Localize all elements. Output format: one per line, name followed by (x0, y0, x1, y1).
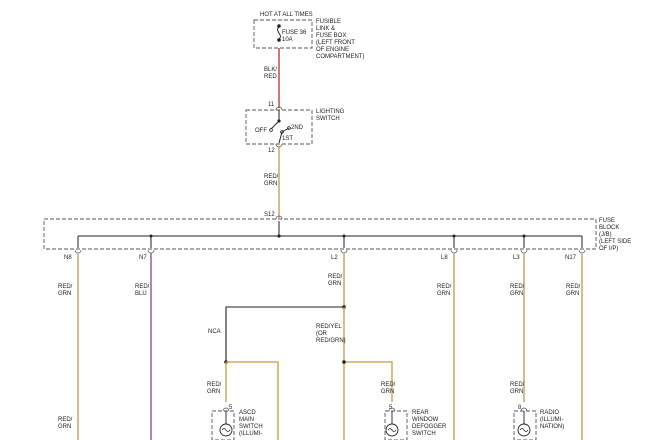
lighting-switch-pos-off: OFF (255, 128, 267, 134)
wire-n17-label-2: GRN (566, 291, 579, 297)
fuse-block-name-1: FUSE (599, 218, 615, 224)
fuse-box-note-6: COMPARTMENT) (316, 54, 364, 60)
fuse-box-note-2: LINK & (316, 26, 335, 32)
wire-l8-label-1: RED/ (437, 284, 452, 290)
ascd-lamp-icon (219, 411, 233, 437)
alt-wire-label-2: (OR (316, 331, 328, 337)
fuse-box-note-4: (LEFT FRONT (316, 40, 355, 46)
terminal-l2-connector (340, 249, 348, 254)
terminal-l3-label: L3 (513, 255, 520, 261)
wire-n8-label-1: RED/ (58, 284, 73, 290)
ascd-name-3: SWITCH (239, 424, 263, 430)
fuse-block-name-4: (LEFT SIDE (599, 239, 631, 245)
junction-defog (342, 360, 346, 364)
bus-node-n7 (149, 234, 153, 238)
ascd-name-4: (ILLUMI- (239, 431, 262, 437)
wire-ascd-label-2: GRN (207, 389, 220, 395)
fuse-box-note-1: FUSIBLE (316, 19, 341, 25)
lighting-switch-pin-11: 11 (268, 102, 275, 108)
terminal-l2-label: L2 (331, 255, 338, 261)
wire-l8-label-2: GRN (437, 291, 450, 297)
ascd-name-1: ASCD (239, 410, 256, 416)
defog-name-4: SWITCH (412, 431, 436, 437)
ascd-pin-label: 5 (229, 405, 233, 411)
wire-n8-lower-label-1: RED/ (58, 417, 73, 423)
fuse-box-note-3: FUSE BOX (316, 33, 346, 39)
radio-outline (513, 410, 537, 440)
defog-name-1: REAR (412, 410, 429, 416)
wire-l2-label-1: RED/ (328, 274, 343, 280)
fuse-36-symbol (277, 24, 281, 42)
wire-ascd-continue (226, 361, 279, 440)
wire-radio-label-2: GRN (510, 389, 523, 395)
terminal-l8-label: L8 (441, 255, 448, 261)
fuse-block-outline (43, 218, 597, 250)
bus-node-l8 (452, 234, 456, 238)
splice-s12-connector (275, 215, 283, 220)
wire-switch-out-label-1: RED/ (264, 174, 279, 180)
lighting-switch-name-1: LIGHTING (316, 109, 345, 115)
radio-name-1: RADIO (540, 410, 559, 416)
radio-lamp-icon (517, 411, 531, 437)
bus-node-l3 (522, 234, 526, 238)
fuse-label-line-1: FUSE 36 (282, 30, 307, 36)
wire-nca-branch (225, 306, 344, 362)
wire-l3-label-2: GRN (510, 291, 523, 297)
wire-n7-label-1: RED/ (135, 284, 150, 290)
wire-blk-red-label-2: RED (264, 74, 277, 80)
wire-n7-label-2: BLU (135, 291, 147, 297)
wire-radio-label-1: RED/ (510, 382, 525, 388)
fuse-box-note-5: OF ENGINE (316, 47, 349, 53)
fuse-block-name-5: OF I/P) (599, 246, 618, 252)
ascd-switch-outline (211, 410, 235, 440)
defog-name-3: DEFOGGER (412, 424, 447, 430)
fuse-box-outline (253, 19, 313, 49)
lighting-switch-pos-2nd: 2ND (291, 125, 304, 131)
pin-11-connector (275, 106, 283, 111)
nca-label: NCA (208, 329, 221, 335)
alt-wire-label-3: RED/GRN) (316, 338, 346, 344)
lighting-switch-pin-12: 12 (268, 148, 275, 154)
alt-wire-label-1: RED/YEL (316, 324, 342, 330)
terminal-n7-label: N7 (139, 255, 147, 261)
radio-pin-connector (520, 407, 528, 412)
radio-name-2: (ILLUMI- (540, 417, 563, 423)
terminal-n8-label: N8 (64, 255, 72, 261)
wire-defog-branch (344, 361, 393, 402)
defog-pin-connector (388, 407, 396, 412)
wire-switch-out-label-2: GRN (264, 181, 277, 187)
defog-name-2: WINDOW (412, 417, 439, 423)
wire-blk-red-label-1: BLK/ (264, 67, 277, 73)
defog-switch-outline (384, 410, 408, 440)
terminal-n17-connector (578, 249, 586, 254)
ascd-pin-connector (222, 407, 230, 412)
hot-at-all-times-label: HOT AT ALL TIMES (260, 12, 313, 18)
wire-l2-label-2: GRN (328, 281, 341, 287)
terminal-l8-connector (450, 249, 458, 254)
splice-s12-label: S12 (264, 212, 275, 218)
defog-lamp-icon (385, 411, 399, 437)
lighting-switch-contacts (269, 110, 291, 144)
lighting-switch-pos-1st: 1ST (282, 136, 293, 142)
wire-l3-label-1: RED/ (510, 284, 525, 290)
radio-pin-label: 8 (518, 405, 522, 411)
bus-node-l2 (342, 234, 346, 238)
wire-ascd-label-1: RED/ (207, 382, 222, 388)
radio-name-3: NATION) (540, 424, 564, 430)
wire-n8-lower-label-2: GRN (58, 424, 71, 430)
fuse-label-line-2: 10A (282, 37, 293, 43)
terminal-n17-label: N17 (565, 255, 577, 261)
wire-defog-label-2: GRN (381, 389, 394, 395)
terminal-n8-connector (74, 249, 82, 254)
terminal-l3-connector (520, 249, 528, 254)
fuse-block-name-3: (J/B) (599, 232, 612, 238)
ascd-name-2: MAIN (239, 417, 254, 423)
fuse-block-name-2: BLOCK (599, 225, 619, 231)
wire-defog-label-1: RED/ (381, 382, 396, 388)
wire-n8-label-2: GRN (58, 291, 71, 297)
wire-n17-label-1: RED/ (566, 284, 581, 290)
lighting-switch-name-2: SWITCH (316, 116, 340, 122)
terminal-n7-connector (147, 249, 155, 254)
